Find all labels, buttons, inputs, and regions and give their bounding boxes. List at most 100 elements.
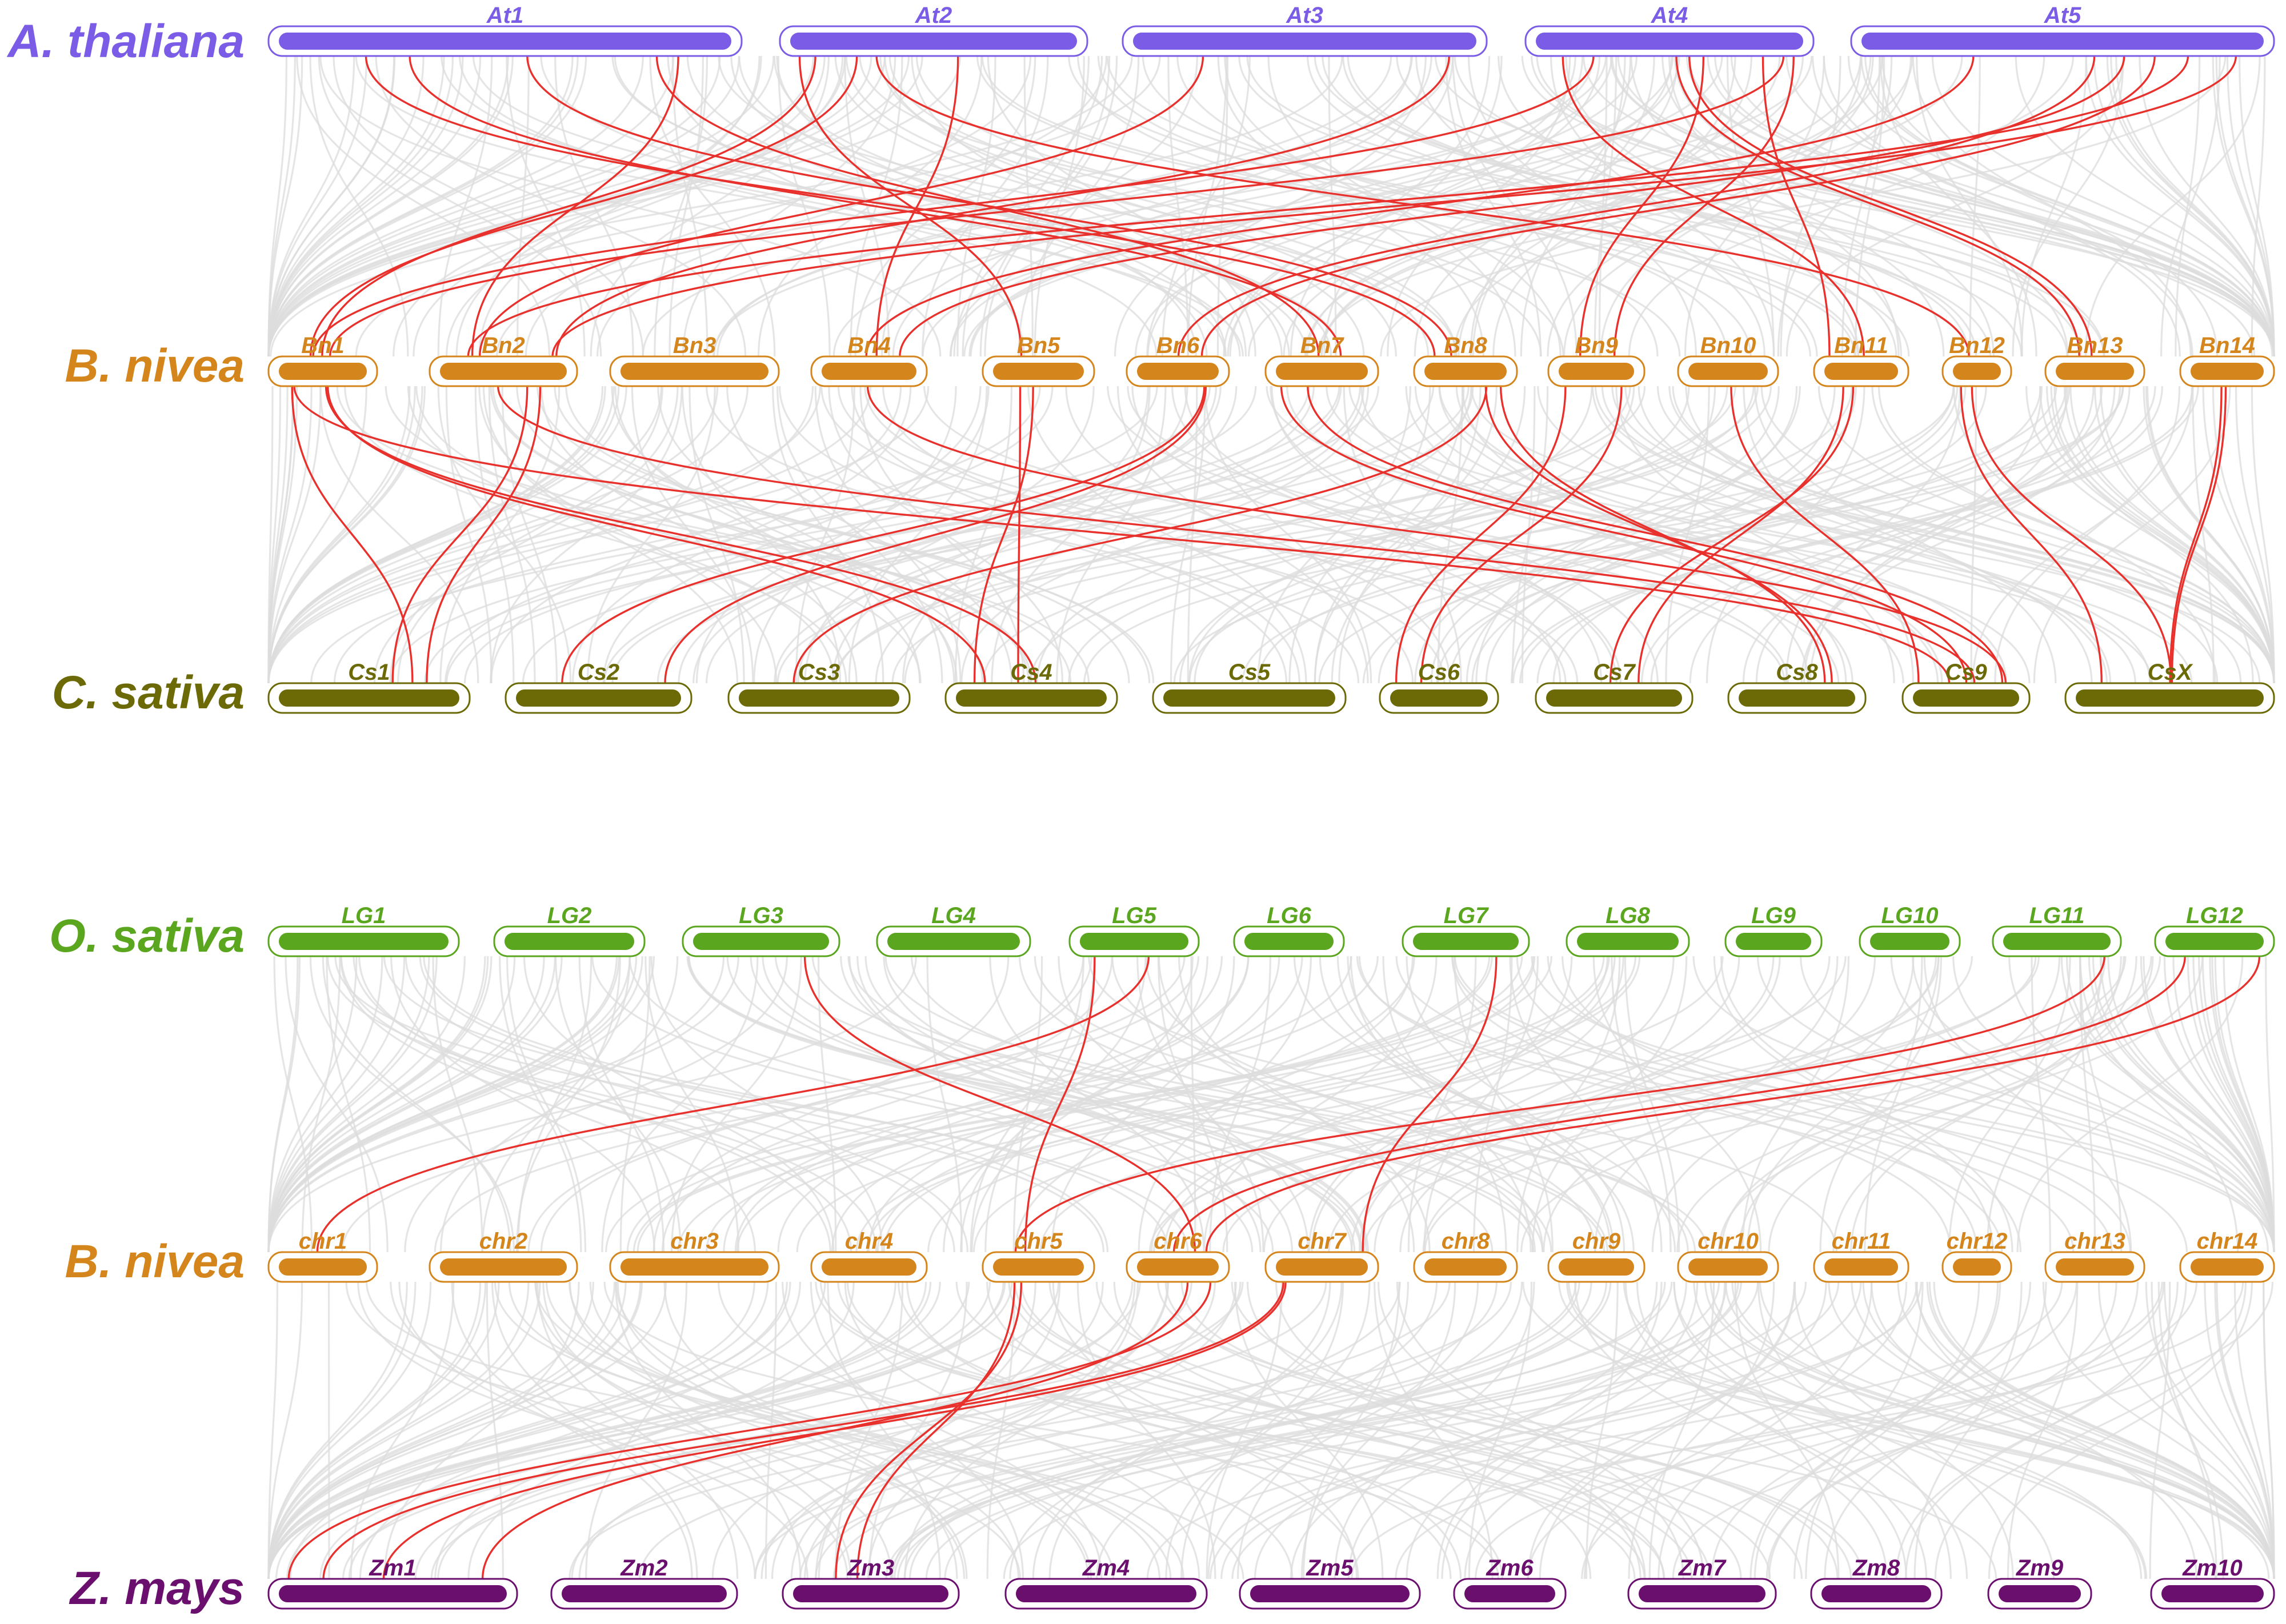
background-synteny-link <box>1331 386 1526 684</box>
background-synteny-link <box>1743 386 1915 684</box>
chromosome-label: chr7 <box>1298 1229 1347 1254</box>
background-synteny-link <box>1454 55 2105 357</box>
background-synteny-link <box>267 956 545 1253</box>
background-synteny-link <box>1841 55 1881 357</box>
background-synteny-link <box>605 956 1352 1253</box>
background-synteny-link <box>1855 55 1885 357</box>
background-synteny-link <box>1068 386 1728 684</box>
highlighted-synteny-link <box>1675 55 2080 357</box>
highlighted-synteny-link <box>1395 386 1567 684</box>
background-synteny-link <box>1785 386 1961 684</box>
background-synteny-link <box>773 55 1283 357</box>
background-synteny-link <box>2025 386 2275 684</box>
chromosome-bar <box>1736 933 1811 950</box>
background-synteny-link <box>267 386 719 684</box>
background-synteny-link <box>1952 956 2275 1253</box>
background-synteny-link <box>1591 386 2108 684</box>
background-synteny-link <box>1347 956 1612 1253</box>
background-synteny-link <box>2192 956 2275 1253</box>
background-synteny-link <box>1668 55 1900 357</box>
highlighted-synteny-links <box>287 55 2261 1579</box>
background-synteny-link <box>2007 1281 2079 1579</box>
chromosome-bar <box>1688 363 1768 380</box>
background-synteny-link <box>1531 956 1688 1253</box>
background-synteny-link <box>1511 386 1549 684</box>
highlighted-synteny-link <box>409 55 1342 357</box>
background-synteny-link <box>267 55 425 357</box>
background-synteny-link <box>1088 956 1837 1253</box>
background-synteny-link <box>1454 956 2275 1253</box>
background-synteny-link <box>267 386 274 684</box>
background-synteny-link <box>310 386 1158 684</box>
background-synteny-link <box>2033 386 2231 684</box>
chromosome-label: Cs6 <box>1418 660 1460 685</box>
background-synteny-link <box>1931 55 2275 357</box>
background-synteny-link <box>779 386 1288 684</box>
background-synteny-link <box>1151 956 1609 1253</box>
background-synteny-link <box>1051 956 1235 1253</box>
highlighted-synteny-link <box>1024 956 1096 1253</box>
background-synteny-link <box>1290 1281 1687 1579</box>
species-label: B. nivea <box>65 340 245 392</box>
background-synteny-link <box>309 956 515 1253</box>
background-synteny-link <box>1516 956 1978 1253</box>
background-synteny-link <box>333 386 1041 684</box>
background-synteny-link <box>267 55 740 357</box>
background-synteny-link <box>1624 386 2219 684</box>
background-synteny-link <box>884 956 1696 1253</box>
highlighted-synteny-link <box>792 386 1488 684</box>
highlighted-synteny-link <box>561 386 1206 684</box>
background-synteny-link <box>1706 386 1865 684</box>
background-synteny-link <box>1270 386 1659 684</box>
background-synteny-link <box>569 1281 1451 1579</box>
background-synteny-link <box>1724 1281 2275 1579</box>
highlighted-synteny-link <box>1761 55 1831 357</box>
chromosome-bar <box>516 689 681 707</box>
chromosome-bar <box>1133 33 1476 50</box>
background-synteny-link <box>1356 956 2075 1253</box>
highlighted-synteny-link <box>1613 55 1795 357</box>
highlighted-synteny-link <box>1307 386 2004 684</box>
chromosome-label: Cs7 <box>1593 660 1636 685</box>
background-synteny-link <box>267 956 739 1253</box>
background-synteny-link <box>541 386 858 684</box>
background-synteny-link <box>1749 1281 2001 1579</box>
background-synteny-link <box>1565 55 1903 357</box>
background-synteny-link <box>671 55 708 357</box>
chromosome-label: At4 <box>1651 3 1688 28</box>
background-synteny-link <box>1824 1281 2047 1579</box>
background-synteny-link <box>267 956 358 1253</box>
background-synteny-link <box>682 55 896 357</box>
background-synteny-link <box>882 386 1414 684</box>
species-label: Z. mays <box>69 1562 245 1614</box>
background-synteny-link <box>267 956 638 1253</box>
background-synteny-link <box>1519 386 2199 684</box>
background-synteny-link <box>1689 386 2103 684</box>
background-synteny-link <box>554 55 634 357</box>
background-synteny-link <box>1012 956 1043 1253</box>
background-synteny-link <box>267 956 516 1253</box>
background-synteny-link <box>1161 55 1251 357</box>
chromosome-label: Zm4 <box>1082 1555 1130 1581</box>
background-synteny-link <box>1785 55 2124 357</box>
highlighted-synteny-link <box>291 386 414 684</box>
background-synteny-link <box>267 956 430 1253</box>
background-synteny-link <box>652 956 1010 1253</box>
background-synteny-link <box>267 386 749 684</box>
chromosome-bar <box>620 1258 768 1276</box>
background-synteny-link <box>2192 386 2215 684</box>
background-synteny-link <box>1220 1281 1918 1579</box>
background-synteny-link <box>2151 1281 2224 1579</box>
background-synteny-link <box>1173 386 2057 684</box>
background-synteny-link <box>267 386 367 684</box>
background-synteny-link <box>1448 386 1987 684</box>
chromosome-bar <box>2003 933 2111 950</box>
background-synteny-link <box>1246 1281 1642 1579</box>
background-synteny-link <box>1188 386 1593 684</box>
background-synteny-link <box>397 386 679 684</box>
background-synteny-link <box>1317 55 2075 357</box>
background-synteny-link <box>267 956 406 1253</box>
background-synteny-link <box>488 386 536 684</box>
background-synteny-link <box>1760 386 2275 684</box>
